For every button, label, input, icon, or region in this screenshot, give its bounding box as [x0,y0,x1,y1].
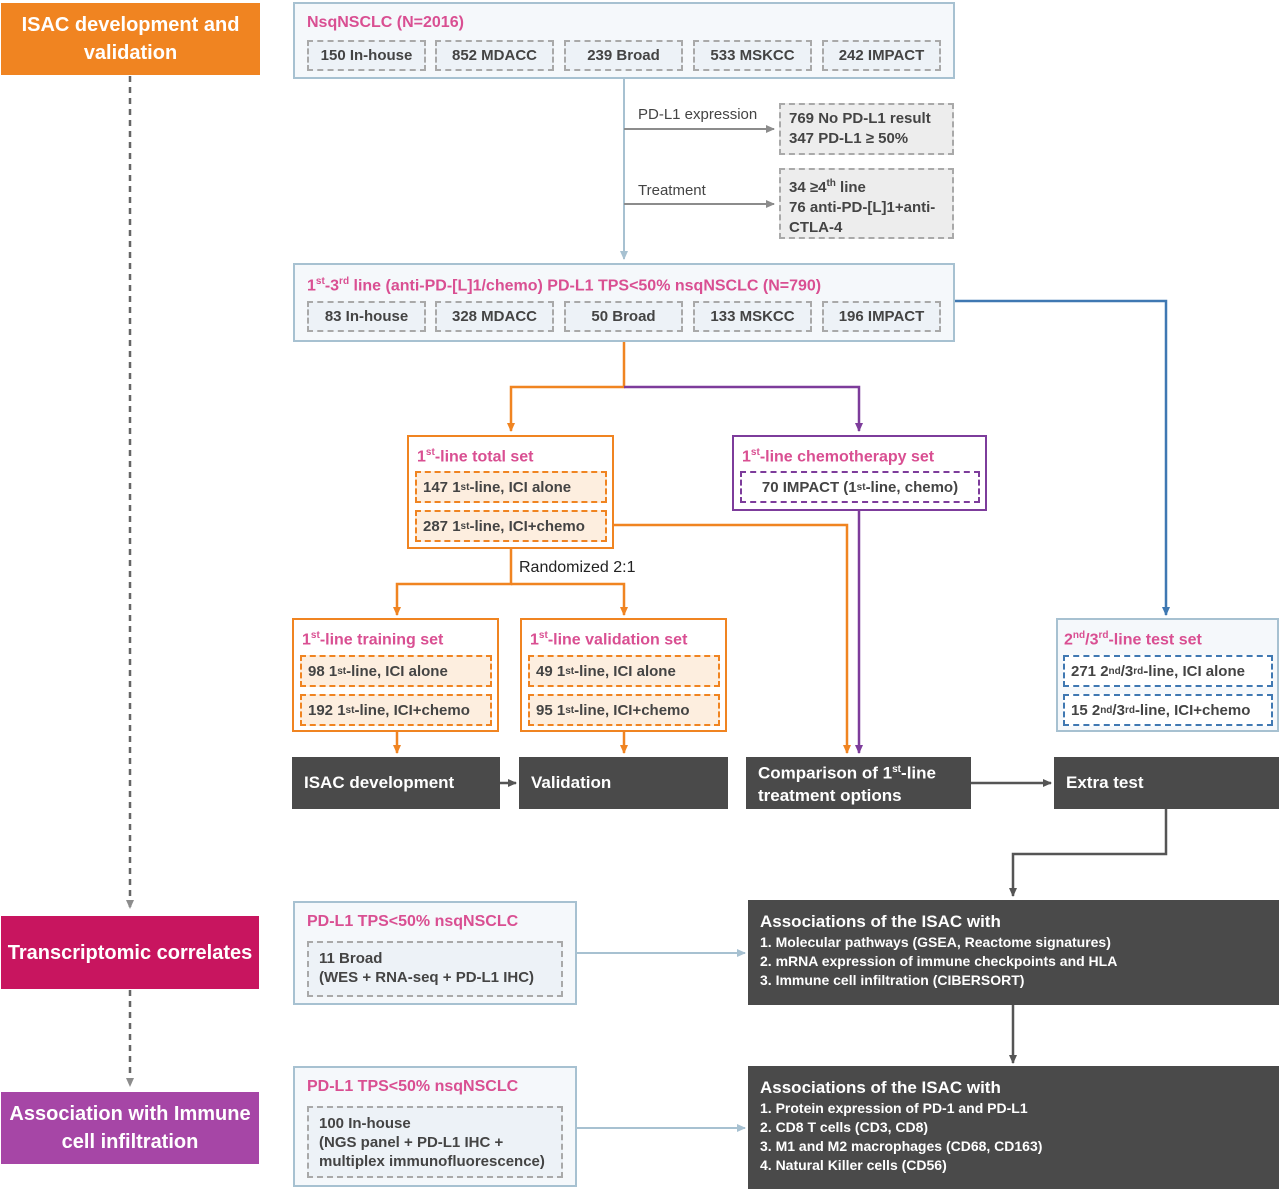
stage-isac-development-label: ISAC development and validation [21,14,240,64]
cohort-box: 133 MSKCC [693,301,812,332]
exclusion-label-treatment: Treatment [638,182,706,199]
exclusion-line: 76 anti-PD-[L]1+anti- [789,199,936,216]
exclusion-box-treatment: 34 ≥4th line 76 anti-PD-[L]1+anti- CTLA-… [779,168,954,239]
associations-item: 2. mRNA expression of immune checkpoints… [760,953,1118,969]
cohort-box: 852 MDACC [435,40,554,71]
cohort-box: 150 In-house [307,40,426,71]
panel-title: 1st-3rd line (anti-PD-[L]1/chemo) PD-L1 … [307,276,822,295]
outcome-comparison: Comparison of 1st-line treatment options [746,757,971,809]
stage-isac-development: ISAC development and validation [1,3,260,75]
cohort-box: 242 IMPACT [822,40,941,71]
associations-item: 3. M1 and M2 macrophages (CD68, CD163) [760,1138,1043,1154]
exclusion-line: CTLA-4 [789,219,843,236]
outcome-validation: Validation [519,757,728,809]
exclusion-line: 769 No PD-L1 result [789,110,931,127]
panel-title: PD-L1 TPS<50% nsqNSCLC [307,913,519,930]
stage-immune-infiltration: Association with Immune cell infiltratio… [1,1092,259,1164]
associations-heading: Associations of the ISAC with [760,912,1001,931]
associations-item: 1. Protein expression of PD-1 and PD-L1 [760,1100,1028,1116]
set-title: 1st-line total set [417,447,534,466]
cohort-box: 239 Broad [564,40,683,71]
panel-title: NsqNSCLC (N=2016) [307,14,464,31]
exclusion-label-pdl1: PD-L1 expression [638,106,758,123]
cohort-detail: 100 In-house (NGS panel + PD-L1 IHC + mu… [307,1106,563,1178]
associations-transcriptomic: Associations of the ISAC with 1. Molecul… [748,900,1279,1005]
panel-title: PD-L1 TPS<50% nsqNSCLC [307,1078,519,1095]
cohort-box: 50 Broad [564,301,683,332]
stage-transcriptomic-label: Transcriptomic correlates [7,941,253,964]
set-title: 1st-line training set [302,630,444,649]
outcome-isac-development: ISAC development [292,757,500,809]
set-title: 1st-line chemotherapy set [742,447,935,466]
set-title: 2nd/3rd-line test set [1064,630,1202,649]
cohort-box: 533 MSKCC [693,40,812,71]
immune-cohort-panel: PD-L1 TPS<50% nsqNSCLC 100 In-house (NGS… [293,1066,577,1187]
cohort-panel-eligible: 1st-3rd line (anti-PD-[L]1/chemo) PD-L1 … [293,263,955,342]
stage-transcriptomic: Transcriptomic correlates [1,916,259,989]
cohort-box: 196 IMPACT [822,301,941,332]
cohort-detail: 11 Broad (WES + RNA-seq + PD-L1 IHC) [307,941,563,997]
exclusion-line: 34 ≥4th line [789,178,866,196]
associations-heading: Associations of the ISAC with [760,1078,1001,1097]
associations-item: 2. CD8 T cells (CD3, CD8) [760,1119,929,1135]
outcome-extra-test: Extra test [1054,757,1279,809]
exclusion-box-pdl1: 769 No PD-L1 result 347 PD-L1 ≥ 50% [779,103,954,155]
transcriptomic-cohort-panel: PD-L1 TPS<50% nsqNSCLC 11 Broad (WES + R… [293,901,577,1005]
randomized-label: Randomized 2:1 [519,559,636,576]
cohort-box: 328 MDACC [435,301,554,332]
cohort-box: 83 In-house [307,301,426,332]
associations-item: 1. Molecular pathways (GSEA, Reactome si… [760,934,1111,950]
set-title: 1st-line validation set [530,630,688,649]
associations-item: 4. Natural Killer cells (CD56) [760,1157,947,1173]
stage-immune-infiltration-label: Association with Immune cell infiltratio… [9,1103,251,1153]
exclusion-line: 347 PD-L1 ≥ 50% [789,130,909,147]
associations-immune: Associations of the ISAC with 1. Protein… [748,1066,1279,1189]
cohort-panel-all: NsqNSCLC (N=2016) 150 In-house 852 MDACC… [293,2,955,79]
associations-item: 3. Immune cell infiltration (CIBERSORT) [760,972,1025,988]
